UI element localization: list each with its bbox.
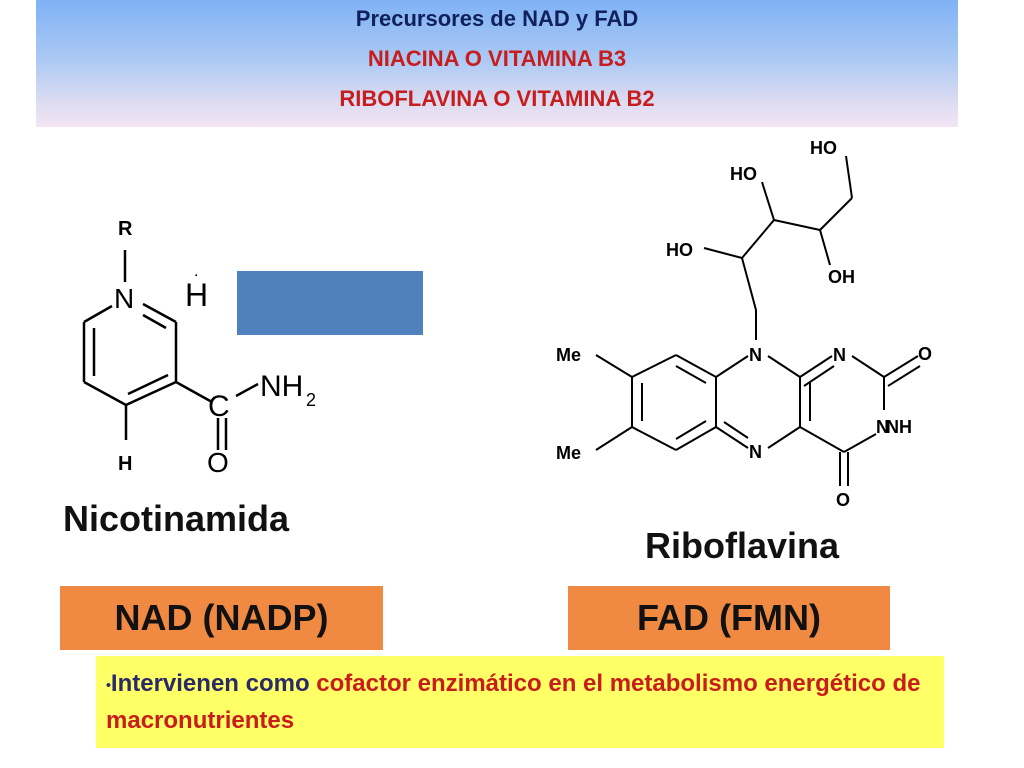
bond: [851, 355, 885, 378]
atom-n: N: [114, 283, 134, 314]
atom-n-4: N: [876, 417, 889, 437]
fad-box: FAD (FMN): [568, 586, 890, 650]
ring-bond: [83, 380, 127, 407]
bond: [845, 155, 853, 199]
ring-bond: [125, 380, 177, 407]
bond-me: [595, 354, 633, 378]
blue-rectangle: [237, 271, 423, 335]
title-line-2: NIACINA O VITAMINA B3: [367, 46, 627, 71]
bond-co-double: [887, 365, 921, 387]
double-bond: [675, 365, 707, 384]
bond: [819, 197, 853, 231]
bond: [715, 355, 749, 378]
riboflavin-structure: [595, 155, 921, 486]
bond: [767, 355, 801, 378]
nicotinamide-atoms: R N H . H C NH 2 O: [114, 218, 316, 478]
bond: [675, 354, 717, 378]
atom-ho-2: HO: [730, 164, 757, 184]
bond: [799, 426, 845, 453]
nad-label: NAD (NADP): [114, 597, 329, 638]
note-box: •Intervienen como cofactor enzimático en…: [96, 656, 944, 748]
bond-co: [883, 355, 919, 378]
atom-oh: OH: [828, 267, 855, 287]
bond-c-n: [235, 382, 259, 398]
title-line-1: Precursores de NAD y FAD: [355, 6, 639, 31]
atom-h-bottom: H: [118, 453, 132, 475]
bond: [675, 426, 717, 451]
fad-label: FAD (FMN): [637, 597, 821, 638]
radical-dot: .: [194, 263, 198, 280]
bond: [767, 426, 801, 449]
title-banner: Precursores de NAD y FAD NIACINA O VITAM…: [36, 0, 958, 127]
atom-ho-3: HO: [666, 240, 693, 260]
atom-nh: NH: [886, 417, 912, 437]
atom-me-2: Me: [556, 443, 581, 463]
bullet-icon: •: [106, 676, 111, 693]
atom-c: C: [208, 390, 230, 423]
atom-ho-1: HO: [810, 138, 837, 158]
atom-n-3: N: [749, 442, 762, 462]
ring-bond: [83, 304, 113, 324]
atom-r: R: [118, 218, 133, 240]
atom-nh: NH: [260, 370, 303, 403]
atom-o: O: [207, 447, 229, 478]
ring-bond: [142, 302, 177, 324]
bond-ring-c: [175, 380, 213, 404]
ring-double-bond: [127, 373, 169, 396]
note-text-1: Intervienen como: [110, 670, 317, 697]
riboflavina-label: Riboflavina: [645, 525, 840, 566]
atom-o-2: O: [836, 490, 850, 510]
bond: [819, 229, 831, 266]
bond: [799, 355, 833, 378]
bond: [703, 247, 743, 259]
riboflavin-atoms: HO HO HO OH Me Me N N N N O NH O: [556, 138, 932, 510]
subscript-2: 2: [306, 390, 316, 410]
double-bond: [723, 421, 749, 439]
bond: [843, 433, 877, 453]
ring-double-bond: [142, 313, 167, 330]
double-bond: [803, 365, 835, 387]
atom-n-1: N: [749, 345, 762, 365]
atom-o-1: O: [918, 344, 932, 364]
double-bond: [675, 420, 707, 440]
bond: [631, 426, 677, 451]
atom-n-2: N: [833, 345, 846, 365]
note-text-2: cofactor enzimático en el metabolismo en…: [106, 670, 921, 734]
bond: [773, 219, 821, 231]
nicotinamida-label: Nicotinamida: [63, 498, 290, 539]
bond: [741, 257, 757, 311]
bond: [715, 426, 749, 449]
atom-h: H: [185, 277, 208, 313]
bond: [761, 181, 775, 221]
bond: [631, 354, 677, 378]
atom-me-1: Me: [556, 345, 581, 365]
nicotinamide-structure: [82, 250, 259, 450]
nad-box: NAD (NADP): [60, 586, 383, 650]
bond: [741, 219, 775, 259]
bond-me: [595, 426, 633, 451]
title-line-3: RIBOFLAVINA O VITAMINA B2: [339, 86, 655, 111]
